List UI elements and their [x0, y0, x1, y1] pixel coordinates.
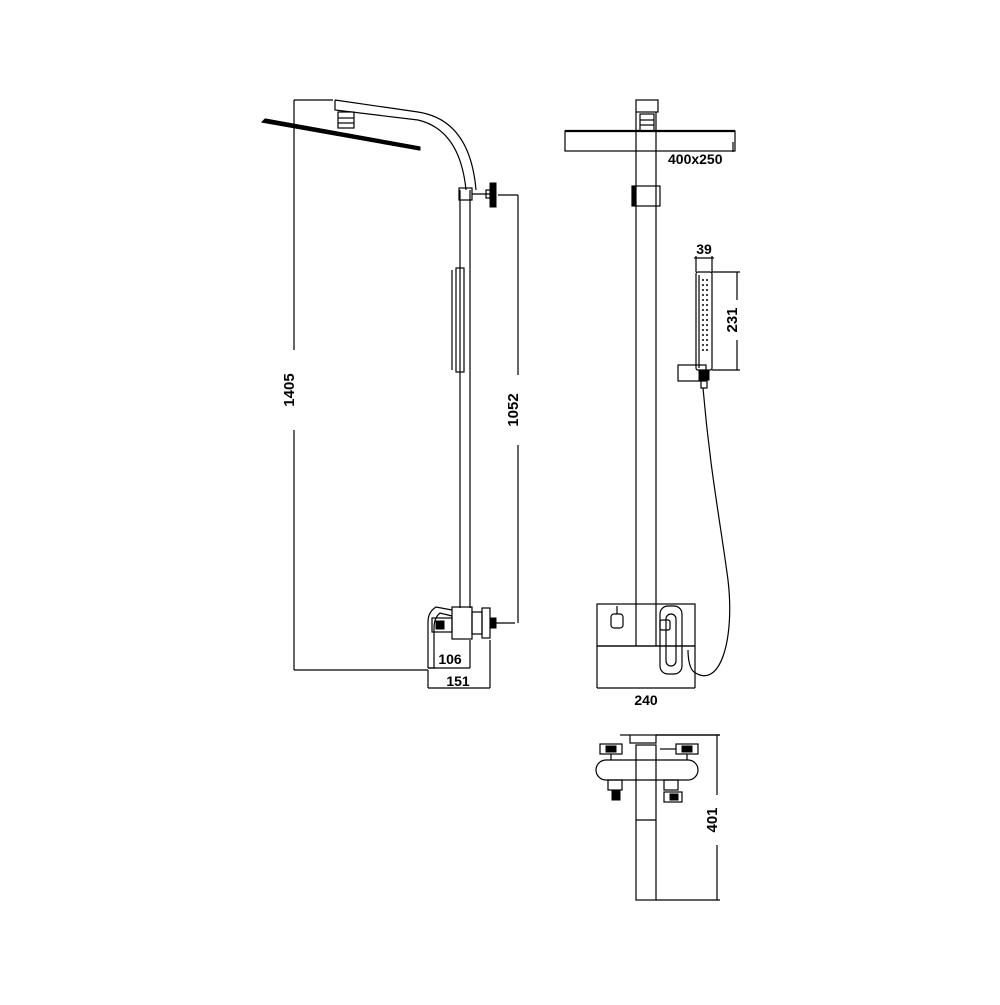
front-rain-head: 400x250	[564, 113, 736, 167]
nozzle-dot	[702, 324, 704, 326]
side-riser-pipe	[451, 187, 473, 608]
nozzle-dot	[702, 289, 704, 291]
nozzle-dot	[702, 339, 704, 341]
dimension-401-label: 401	[704, 807, 721, 832]
nozzle-dot	[702, 309, 704, 311]
nozzle-dot	[702, 299, 704, 301]
dimension-39: 39	[694, 241, 714, 272]
nozzle-dot	[706, 319, 708, 321]
nozzle-dot	[702, 344, 704, 346]
nozzle-dot	[706, 339, 708, 341]
side-arm	[334, 99, 477, 191]
nozzle-dot	[706, 299, 708, 301]
dimension-1405-label: 1405	[281, 373, 298, 406]
nozzle-dot	[706, 284, 708, 286]
dimension-231-label: 231	[724, 307, 741, 332]
dimension-240: 240	[597, 687, 695, 708]
dimension-231: 231	[712, 271, 741, 371]
nozzle-dot	[702, 304, 704, 306]
dimension-106-label: 106	[438, 651, 462, 667]
top-left-knob	[599, 743, 623, 760]
dimension-240-label: 240	[634, 692, 658, 708]
nozzle-dot	[702, 294, 704, 296]
dimension-1405: 1405	[281, 99, 428, 671]
top-mixer-body	[595, 744, 699, 901]
nozzle-dot	[706, 329, 708, 331]
nozzle-dot	[706, 304, 708, 306]
side-view: 1405 1052 106 151	[260, 99, 522, 689]
nozzle-dot	[706, 289, 708, 291]
nozzle-dot	[706, 294, 708, 296]
dimension-1052-label: 1052	[505, 393, 522, 426]
dimension-106-151: 106 151	[427, 640, 491, 689]
top-right-knob	[660, 743, 699, 760]
nozzle-dot	[706, 324, 708, 326]
nozzle-dot	[706, 309, 708, 311]
nozzle-dot	[706, 334, 708, 336]
nozzle-dot	[702, 329, 704, 331]
dimension-1052: 1052	[498, 194, 522, 623]
nozzle-dot	[706, 344, 708, 346]
front-riser-pipe	[631, 112, 661, 604]
dimension-401: 401	[656, 734, 721, 901]
side-rain-head	[260, 111, 421, 151]
hand-shower-nozzles	[702, 279, 708, 351]
front-hand-shower	[677, 271, 731, 677]
front-mixer	[596, 603, 696, 688]
front-head-size-label: 400x250	[668, 151, 723, 167]
side-diverter-knob	[472, 182, 497, 208]
nozzle-dot	[702, 284, 704, 286]
nozzle-dot	[706, 349, 708, 351]
nozzle-dot	[702, 279, 704, 281]
nozzle-dot	[702, 319, 704, 321]
top-view: 401	[595, 734, 721, 901]
nozzle-dot	[706, 314, 708, 316]
nozzle-dot	[702, 334, 704, 336]
nozzle-dot	[706, 279, 708, 281]
nozzle-dot	[702, 349, 704, 351]
front-top-cap	[635, 99, 659, 113]
dimension-151-label: 151	[446, 673, 470, 689]
nozzle-dot	[702, 314, 704, 316]
dimension-39-label: 39	[696, 241, 712, 257]
side-mixer	[427, 606, 515, 669]
front-view: 400x250 39	[564, 99, 741, 708]
